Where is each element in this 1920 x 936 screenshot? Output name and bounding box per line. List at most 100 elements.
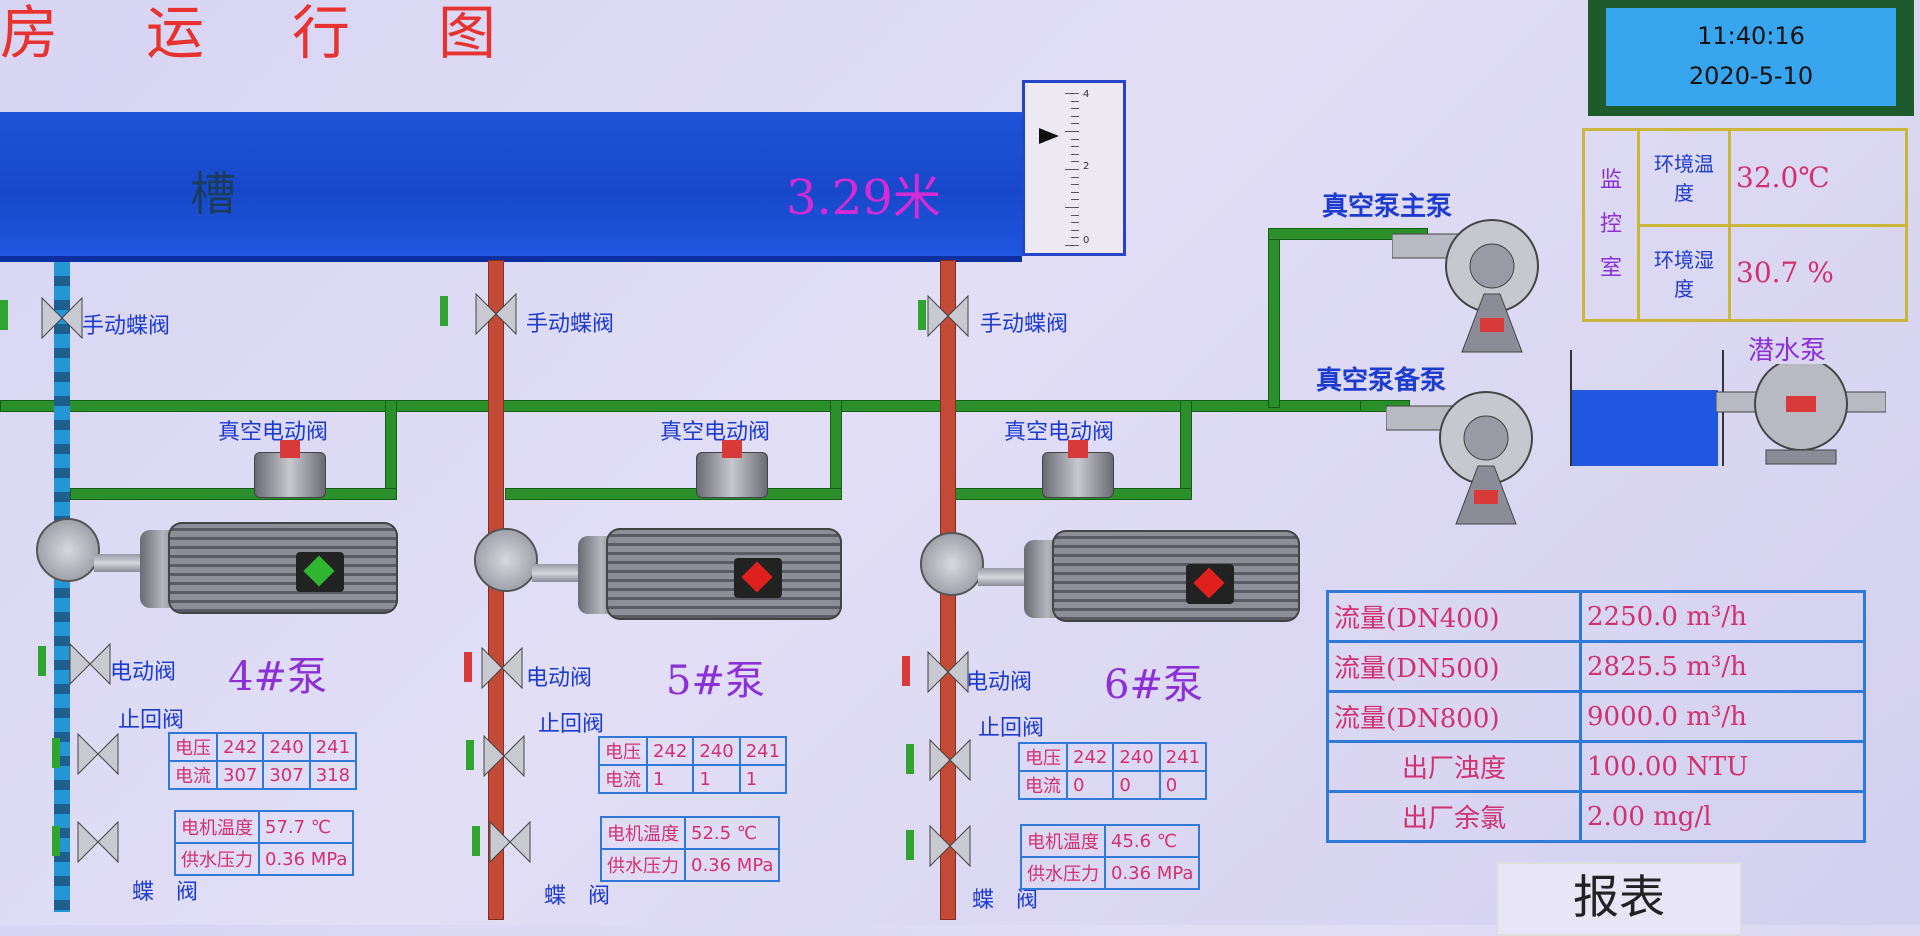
gauge-tick [1071,237,1079,239]
gauge-tick [1071,176,1079,178]
check-valve-icon[interactable] [926,736,974,784]
current-value: 0 [1112,770,1161,800]
electric-valve-icon[interactable] [478,644,526,692]
butterfly-valve-icon[interactable] [486,818,534,866]
pump-motor-6[interactable] [1052,530,1300,622]
check-valve-label: 止回阀 [978,716,1045,741]
pump-status-indicator [1186,564,1234,604]
valve-handle [38,646,46,676]
current-label: 电流 [598,764,648,794]
valve-actuator-icon [1068,440,1088,458]
pump-name: 4#泵 [228,654,327,700]
vacuum-riser-pipe [1268,228,1280,408]
pump-name: 5#泵 [666,658,765,704]
electric-valve-icon[interactable] [924,648,972,696]
pump-shaft [978,568,1038,586]
gauge-tick [1071,100,1079,102]
gauge-tick [1071,138,1079,140]
current-value: 0 [1158,770,1208,800]
vacuum-valve-label: 真空电动阀 [1004,420,1115,445]
voltage-value: 241 [1158,742,1208,772]
pump-motor-5[interactable] [606,528,842,620]
pump-volute-icon [36,518,100,582]
motor-temp-label: 电机温度 [600,816,686,850]
gauge-tick [1071,161,1079,163]
current-value: 1 [692,764,741,794]
valve-handle [466,740,474,770]
env-temp-label: 环境温度 [1637,128,1731,227]
pump-status-indicator [296,552,344,592]
valve-handle [472,826,480,856]
check-valve-label: 止回阀 [118,708,185,733]
level-gauge: 4 2 0 [1022,80,1126,256]
vacuum-electric-valve-icon[interactable] [254,452,326,498]
manual-valve-label: 手动蝶阀 [82,314,171,339]
current-value: 0 [1065,770,1115,800]
current-label: 电流 [1018,770,1068,800]
electric-valve-icon[interactable] [66,640,114,688]
vacuum-electric-valve-icon[interactable] [1042,452,1114,498]
manual-butterfly-valve-icon[interactable] [472,290,520,338]
vacuum-electric-valve-icon[interactable] [696,452,768,498]
pump-shaft [532,564,592,582]
vacuum-backup-pump-icon[interactable] [1386,386,1538,526]
vacuum-branch-pipe [385,400,397,500]
butterfly-valve-icon[interactable] [926,822,974,870]
check-valve-icon[interactable] [480,732,528,780]
monitor-title: 监 控 室 [1582,128,1640,322]
motor-temp-value: 45.6 ℃ [1103,824,1201,858]
turbidity-label: 出厂浊度 [1326,740,1582,793]
vacuum-top-pipe [1268,228,1428,240]
voltage-value: 242 [215,732,265,762]
butterfly-valve-label: 蝶 阀 [544,884,611,909]
pump-motor-4[interactable] [168,522,398,614]
env-humidity-label: 环境湿度 [1637,223,1731,322]
voltage-value: 241 [738,736,788,766]
voltage-label: 电压 [598,736,648,766]
vacuum-main-label: 真空泵主泵 [1322,192,1453,222]
pressure-value: 0.36 MPa [1103,856,1201,890]
pump-shaft [94,554,154,572]
check-valve-icon[interactable] [74,730,122,778]
table-row: 流量(DN500)2825.5 m³/h [1326,640,1866,693]
turbidity-value: 100.00 NTU [1579,740,1866,793]
manual-butterfly-valve-icon[interactable] [38,294,86,342]
table-row: 流量(DN800)9000.0 m³/h [1326,690,1866,743]
pump-volute-icon [474,528,538,592]
submersible-pump-icon[interactable] [1716,364,1886,468]
flow-quality-table: 流量(DN400)2250.0 m³/h 流量(DN500)2825.5 m³/… [1326,590,1866,843]
gauge-tick [1065,93,1079,94]
butterfly-valve-label: 蝶 阀 [132,880,199,905]
vacuum-branch-pipe [830,400,842,500]
manual-valve-label: 手动蝶阀 [526,312,615,337]
butterfly-valve-icon[interactable] [74,818,122,866]
flow-value: 9000.0 m³/h [1579,690,1866,743]
manual-valve-label: 手动蝶阀 [980,312,1069,337]
vacuum-branch-pipe [1180,400,1192,500]
voltage-value: 240 [1112,742,1161,772]
gauge-tick [1071,222,1079,224]
valve-handle [464,652,472,682]
electric-valve-label: 电动阀 [110,660,177,685]
gauge-tick [1065,169,1079,170]
vacuum-valve-label: 真空电动阀 [218,420,329,445]
clock-display: 11:40:16 2020-5-10 [1606,8,1896,106]
chlorine-value: 2.00 mg/l [1579,790,1866,843]
monitor-title-char: 室 [1599,256,1622,281]
voltage-label: 电压 [1018,742,1068,772]
vacuum-main-pump-icon[interactable] [1392,214,1544,354]
flow-value: 2250.0 m³/h [1579,590,1866,643]
gauge-tick-label: 4 [1083,89,1090,100]
gauge-tick [1065,245,1079,246]
current-label: 电流 [168,760,218,790]
gauge-tick [1071,184,1079,186]
voltage-value: 242 [1065,742,1115,772]
tank-label: 槽 [190,167,236,221]
manual-butterfly-valve-icon[interactable] [924,292,972,340]
